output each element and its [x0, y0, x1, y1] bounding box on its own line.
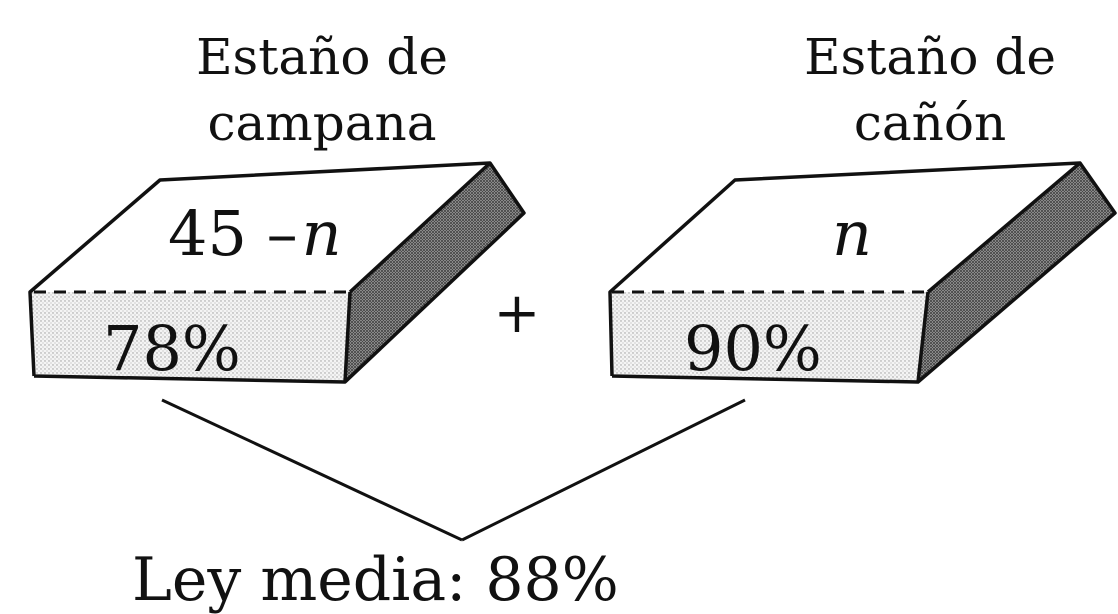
left-block-top-edge [348, 161, 492, 294]
left-block-front-face [30, 292, 350, 382]
right-block-quantity: n [832, 197, 872, 270]
left-block [28, 161, 526, 384]
left-block-top-face [30, 163, 490, 292]
average-grade-label: Ley media: 88% [132, 545, 619, 614]
right-block-front-face [610, 292, 928, 382]
right-block [608, 161, 1117, 384]
plus-operator: + [494, 281, 541, 346]
left-block-quantity: 45 –n [168, 197, 342, 270]
left-block-title-line2: campana [207, 94, 436, 152]
left-block-percent: 78% [103, 312, 241, 385]
right-block-percent: 90% [684, 312, 822, 385]
left-block-side-face [345, 163, 524, 382]
right-connector-line [461, 398, 746, 542]
right-block-top-face [610, 163, 1080, 292]
right-block-title-line1: Estaño de [804, 28, 1056, 86]
left-block-corner-edge [343, 291, 352, 383]
left-connector-line [161, 398, 463, 542]
right-block-top-edge [926, 161, 1082, 294]
right-block-title-line2: cañón [854, 94, 1006, 152]
right-block-corner-edge [916, 291, 930, 383]
left-block-title-line1: Estaño de [196, 28, 448, 86]
right-block-side-face [918, 163, 1115, 382]
